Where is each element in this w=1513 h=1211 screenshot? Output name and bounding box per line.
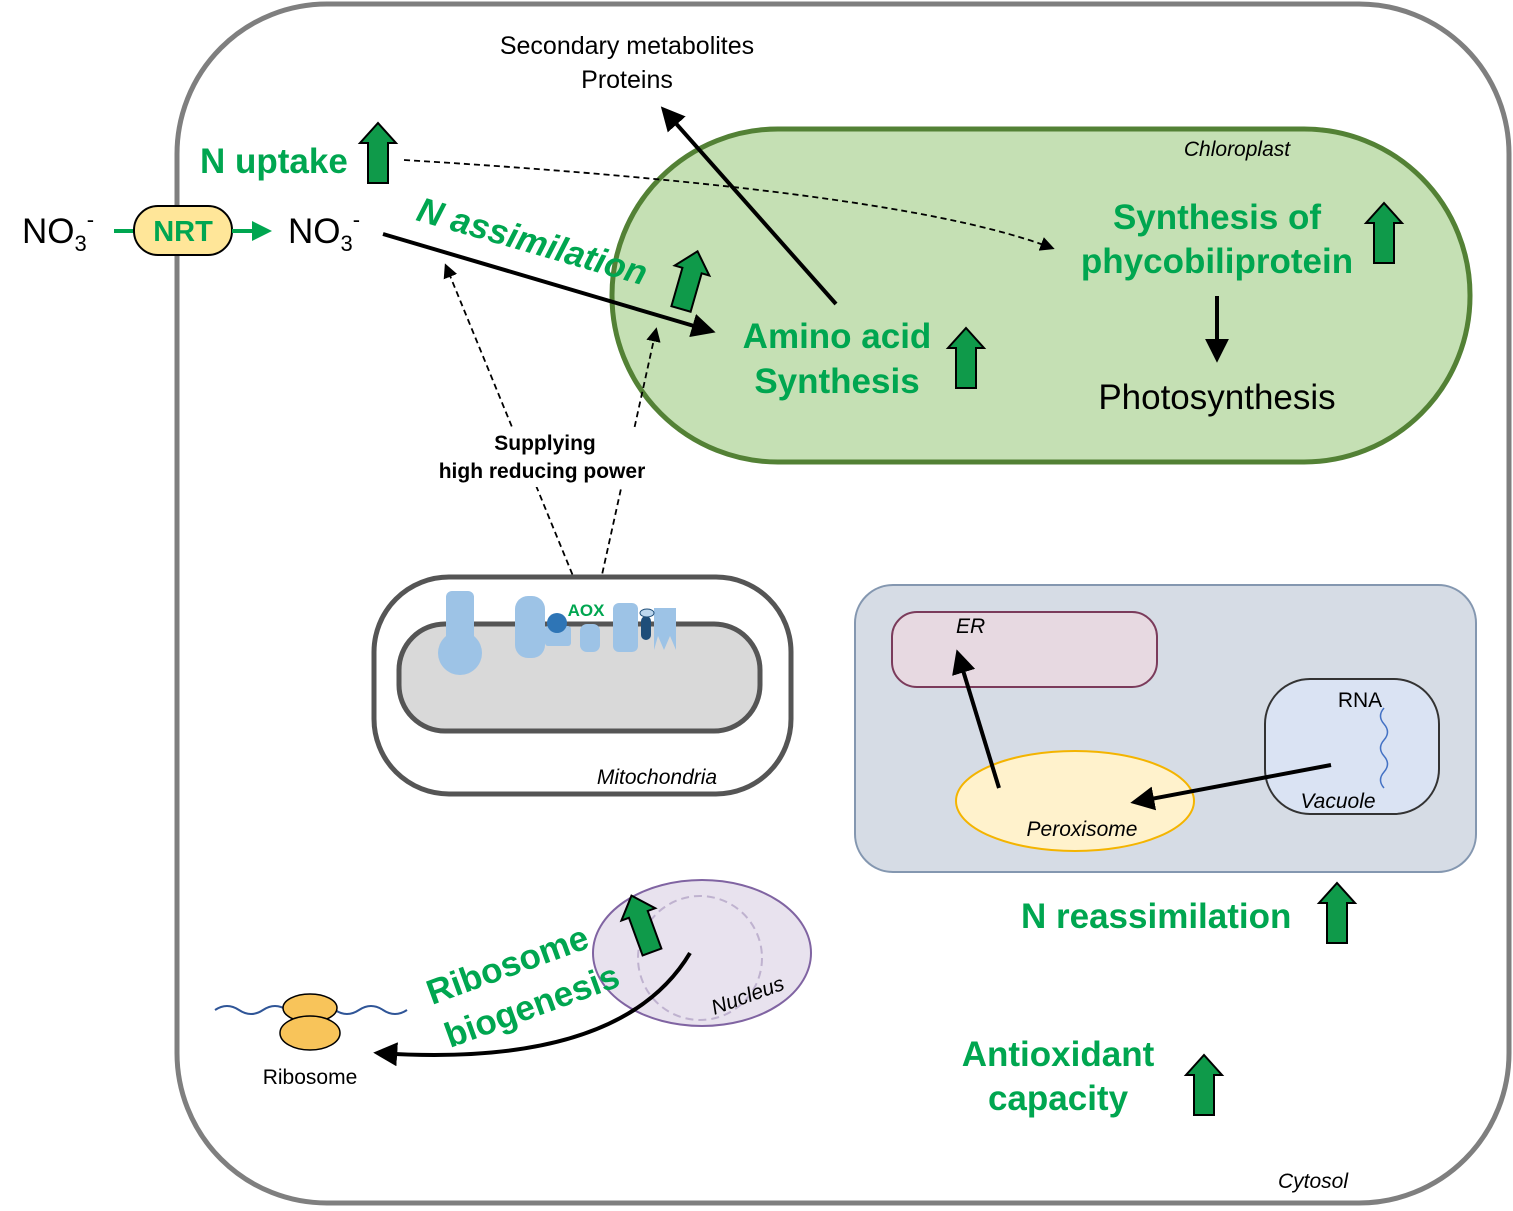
- peroxisome: [955, 750, 1195, 852]
- aox-label: AOX: [568, 601, 606, 620]
- mitochondria-inner-membrane: [396, 621, 763, 734]
- complex-v: [654, 608, 676, 650]
- amino-acid-to-proteins-arrow: [660, 106, 838, 306]
- complex-iii: [580, 624, 600, 652]
- synthesis-of-label: Synthesis of: [1113, 198, 1321, 237]
- amino-acid-synthesis-label: Synthesis: [754, 362, 919, 401]
- no3-right-label: NO3-: [288, 207, 360, 256]
- vacuole-label: Vacuole: [1300, 790, 1375, 813]
- rna-strand: [1379, 707, 1389, 789]
- nucleolus: [637, 895, 763, 1021]
- ribosome-label: Ribosome: [263, 1066, 358, 1089]
- er: [891, 611, 1158, 688]
- quinone: [639, 608, 655, 618]
- capacity-label: capacity: [988, 1079, 1129, 1118]
- amino-acid-label: Amino acid: [743, 317, 932, 356]
- no3-left-label: NO3-: [22, 207, 94, 256]
- n-reassimilation-label: N reassimilation: [1021, 897, 1291, 936]
- peroxisome-label: Peroxisome: [1027, 818, 1138, 841]
- complex-i-head: [438, 631, 482, 675]
- ribosome-large-subunit: [279, 1015, 341, 1051]
- chloroplast: [609, 126, 1473, 465]
- high-reducing-power-label: high reducing power: [439, 460, 646, 483]
- vacuole: [1264, 678, 1440, 815]
- er-label: ER: [956, 615, 985, 638]
- complex-iv: [613, 603, 638, 652]
- rna-label: RNA: [1338, 689, 1382, 712]
- antioxidant-label: Antioxidant: [962, 1035, 1155, 1074]
- cytosol-label: Cytosol: [1278, 1170, 1349, 1193]
- proteins-label: Proteins: [581, 66, 673, 94]
- n-uptake-label: N uptake: [200, 142, 348, 181]
- nucleus: [592, 879, 812, 1027]
- supplying-label: Supplying: [494, 432, 596, 455]
- vacuole-to-peroxisome-arrow: [1130, 763, 1332, 811]
- aox-protein: [547, 613, 567, 633]
- supplying-label-background: [425, 429, 660, 487]
- chloroplast-label: Chloroplast: [1184, 138, 1291, 161]
- phycobiliprotein-label: phycobiliprotein: [1081, 242, 1353, 281]
- electron-transport-chain: [438, 591, 676, 675]
- ribosome-biogenesis-arrow: [373, 951, 692, 1067]
- mitochondria-label: Mitochondria: [597, 766, 717, 789]
- cytochrome-c: [641, 616, 651, 640]
- n-uptake-to-phycobiliprotein-dashed-arrow: [403, 159, 1055, 251]
- secondary-metabolites-label: Secondary metabolites: [500, 32, 754, 60]
- nrt-label: NRT: [153, 216, 213, 248]
- photosynthesis-label: Photosynthesis: [1098, 378, 1335, 417]
- complex-ii: [515, 596, 545, 658]
- reducing-power-to-n-assimilation-dashed-arrow: [443, 263, 581, 594]
- peroxisome-to-er-arrow: [952, 649, 1001, 789]
- n-assimilation-arrow: [382, 232, 716, 338]
